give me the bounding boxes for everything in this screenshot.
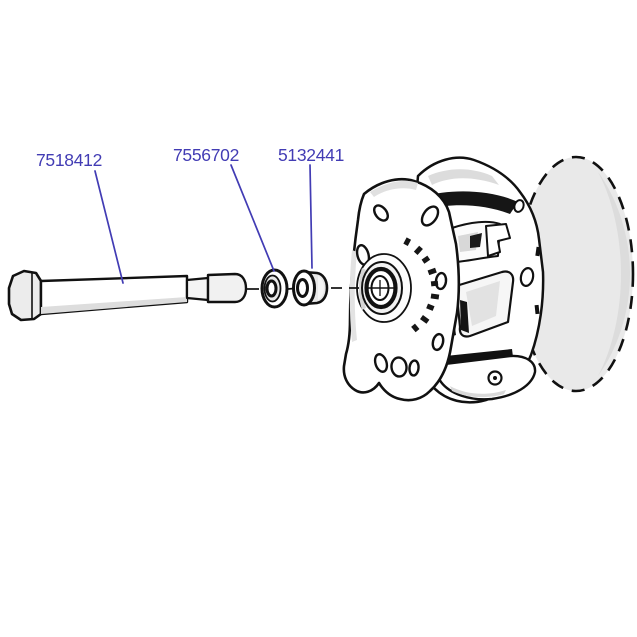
bottom-lobe-shading: [450, 386, 506, 398]
rim-tick: [534, 304, 540, 315]
leader-lines: [94, 164, 313, 284]
leader-line-7518412: [94, 170, 124, 284]
spacer-body-highlight: [318, 276, 324, 300]
leader-line-7556702: [230, 164, 275, 272]
bolt-neck: [185, 276, 210, 302]
clutch-bolt-part: [7, 269, 248, 322]
lower-window-shading: [466, 281, 500, 326]
lower-window-shadow: [460, 300, 469, 333]
callout-label-bolt: 7518412: [36, 150, 102, 170]
plate-hole: [420, 205, 440, 227]
plate-hole: [408, 359, 420, 377]
bolt-shaft-shading: [41, 297, 187, 314]
spider-rim-hole-top: [513, 199, 525, 213]
plate-hole: [373, 204, 389, 222]
spider-shadow-wedge: [422, 191, 518, 214]
spider-rim-hole: [519, 267, 535, 287]
centerline: [247, 287, 359, 290]
callout-label-washer: 7556702: [173, 145, 239, 165]
bolt-threaded-tip: [206, 272, 248, 304]
plate-top-shading: [370, 180, 418, 197]
top-arm-shading: [428, 169, 499, 185]
upper-window-recess: [470, 233, 482, 248]
plate-hole: [373, 353, 389, 373]
clutch-front-plate: [342, 177, 461, 402]
rim-tick: [535, 246, 541, 257]
plate-hole: [434, 271, 448, 291]
bottom-slot: [436, 349, 513, 365]
clutch-sheave-disc: [517, 155, 635, 393]
bottom-bolt-dot: [493, 376, 497, 380]
plate-left-shading: [349, 250, 357, 342]
spacer-washer-part: [292, 269, 329, 307]
spider-bracket: [485, 223, 511, 257]
disc-rim-shading: [598, 172, 630, 376]
callout-label-spacer: 5132441: [278, 145, 344, 165]
plate-hole: [431, 332, 445, 352]
hub-bore: [356, 253, 412, 323]
spacer-hole: [296, 278, 309, 298]
bolt-head: [7, 269, 43, 322]
stamped-text-marks: [403, 237, 440, 333]
leader-line-5132441: [309, 164, 313, 269]
flat-washer-part: [260, 268, 289, 309]
plate-hole: [390, 356, 408, 378]
